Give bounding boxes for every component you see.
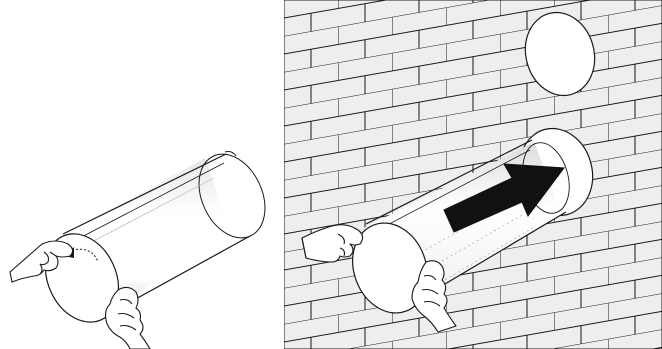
rolled-sleeve-illustration — [0, 0, 280, 349]
left-panel — [0, 0, 280, 349]
sleeve-into-wall-illustration — [284, 0, 662, 349]
right-panel — [284, 0, 662, 349]
